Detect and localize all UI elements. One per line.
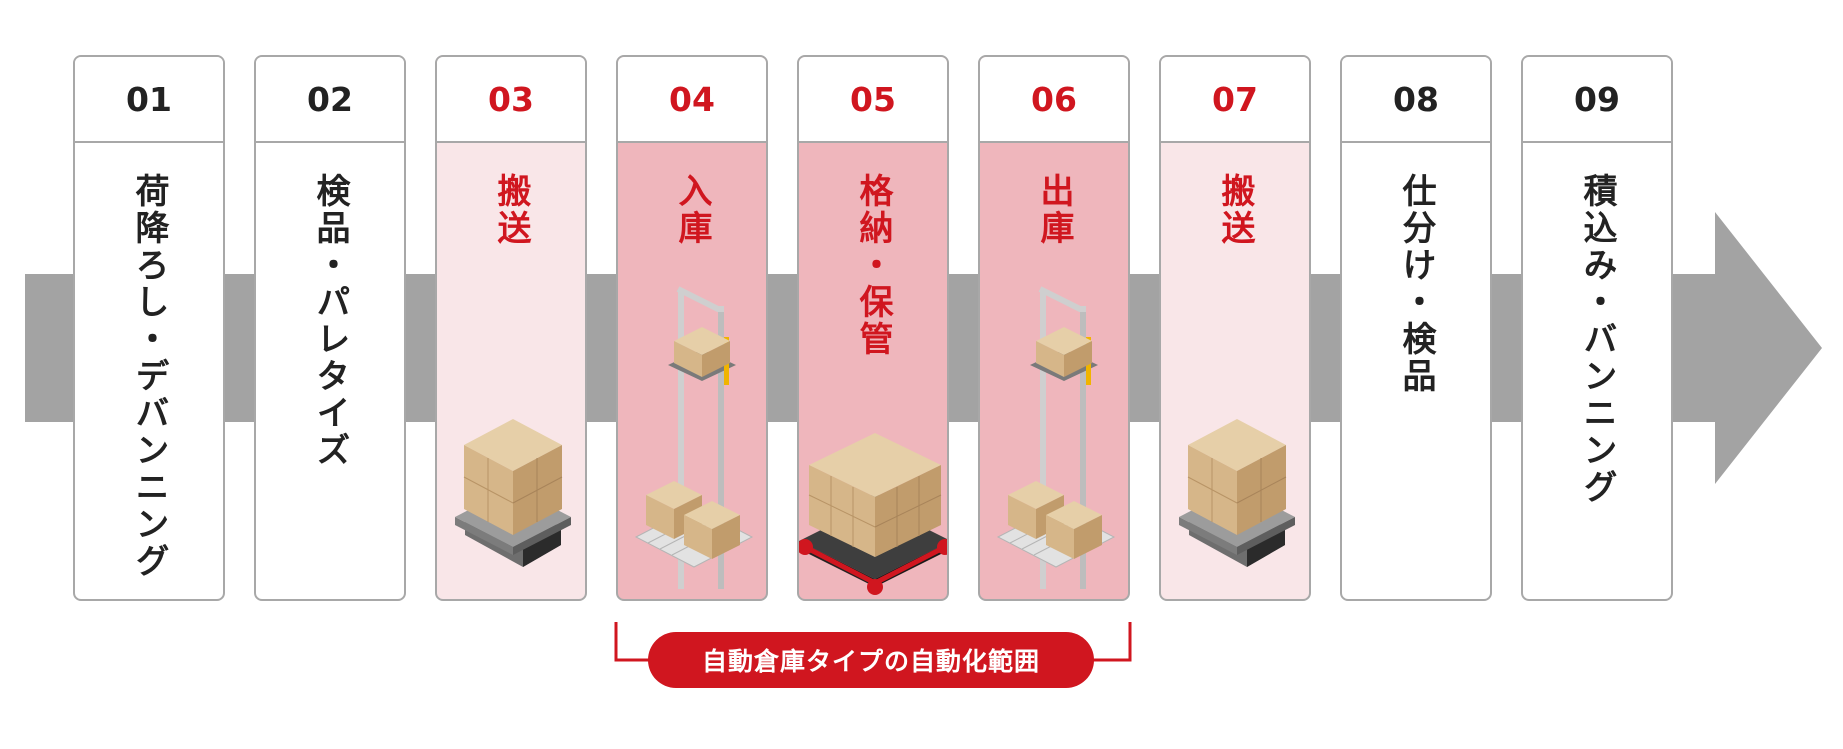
step-number: 03 [437, 57, 585, 143]
automation-range-label: 自動倉庫タイプの自動化範囲 [701, 647, 1040, 676]
step-label: 格納・保管 [853, 173, 893, 358]
step-label: 検品・パレタイズ [310, 173, 350, 469]
step-number: 02 [256, 57, 404, 143]
step-label: 出庫 [1034, 173, 1074, 247]
step-number: 04 [618, 57, 766, 143]
step-05-storage: 05 格納・保管 [797, 55, 949, 601]
storage-shuttle-icon [799, 433, 947, 595]
lift-conveyor-icon [634, 286, 754, 589]
agv-cart-icon [1179, 419, 1295, 567]
step-04-receiving: 04 入庫 [616, 55, 768, 601]
step-label: 搬送 [491, 173, 531, 247]
step-03-transport: 03 搬送 [435, 55, 587, 601]
lift-conveyor-icon [996, 286, 1116, 589]
step-number: 09 [1523, 57, 1671, 143]
step-number: 08 [1342, 57, 1490, 143]
step-label: 入庫 [672, 173, 712, 247]
step-number: 06 [980, 57, 1128, 143]
step-label: 仕分け・検品 [1396, 173, 1436, 395]
automation-range-badge: 自動倉庫タイプの自動化範囲 [648, 632, 1094, 688]
step-07-transport: 07 搬送 [1159, 55, 1311, 601]
step-08-sorting-inspection: 08 仕分け・検品 [1340, 55, 1492, 601]
step-label: 積込み・バンニング [1577, 173, 1617, 506]
step-label: 搬送 [1215, 173, 1255, 247]
step-number: 01 [75, 57, 223, 143]
step-number: 05 [799, 57, 947, 143]
step-09-loading-vanning: 09 積込み・バンニング [1521, 55, 1673, 601]
step-number: 07 [1161, 57, 1309, 143]
step-01-unloading-devanning: 01 荷降ろし・デバンニング [73, 55, 225, 601]
step-02-inspection-palletize: 02 検品・パレタイズ [254, 55, 406, 601]
step-06-shipping: 06 出庫 [978, 55, 1130, 601]
agv-cart-icon [455, 419, 571, 567]
step-label: 荷降ろし・デバンニング [129, 173, 169, 580]
